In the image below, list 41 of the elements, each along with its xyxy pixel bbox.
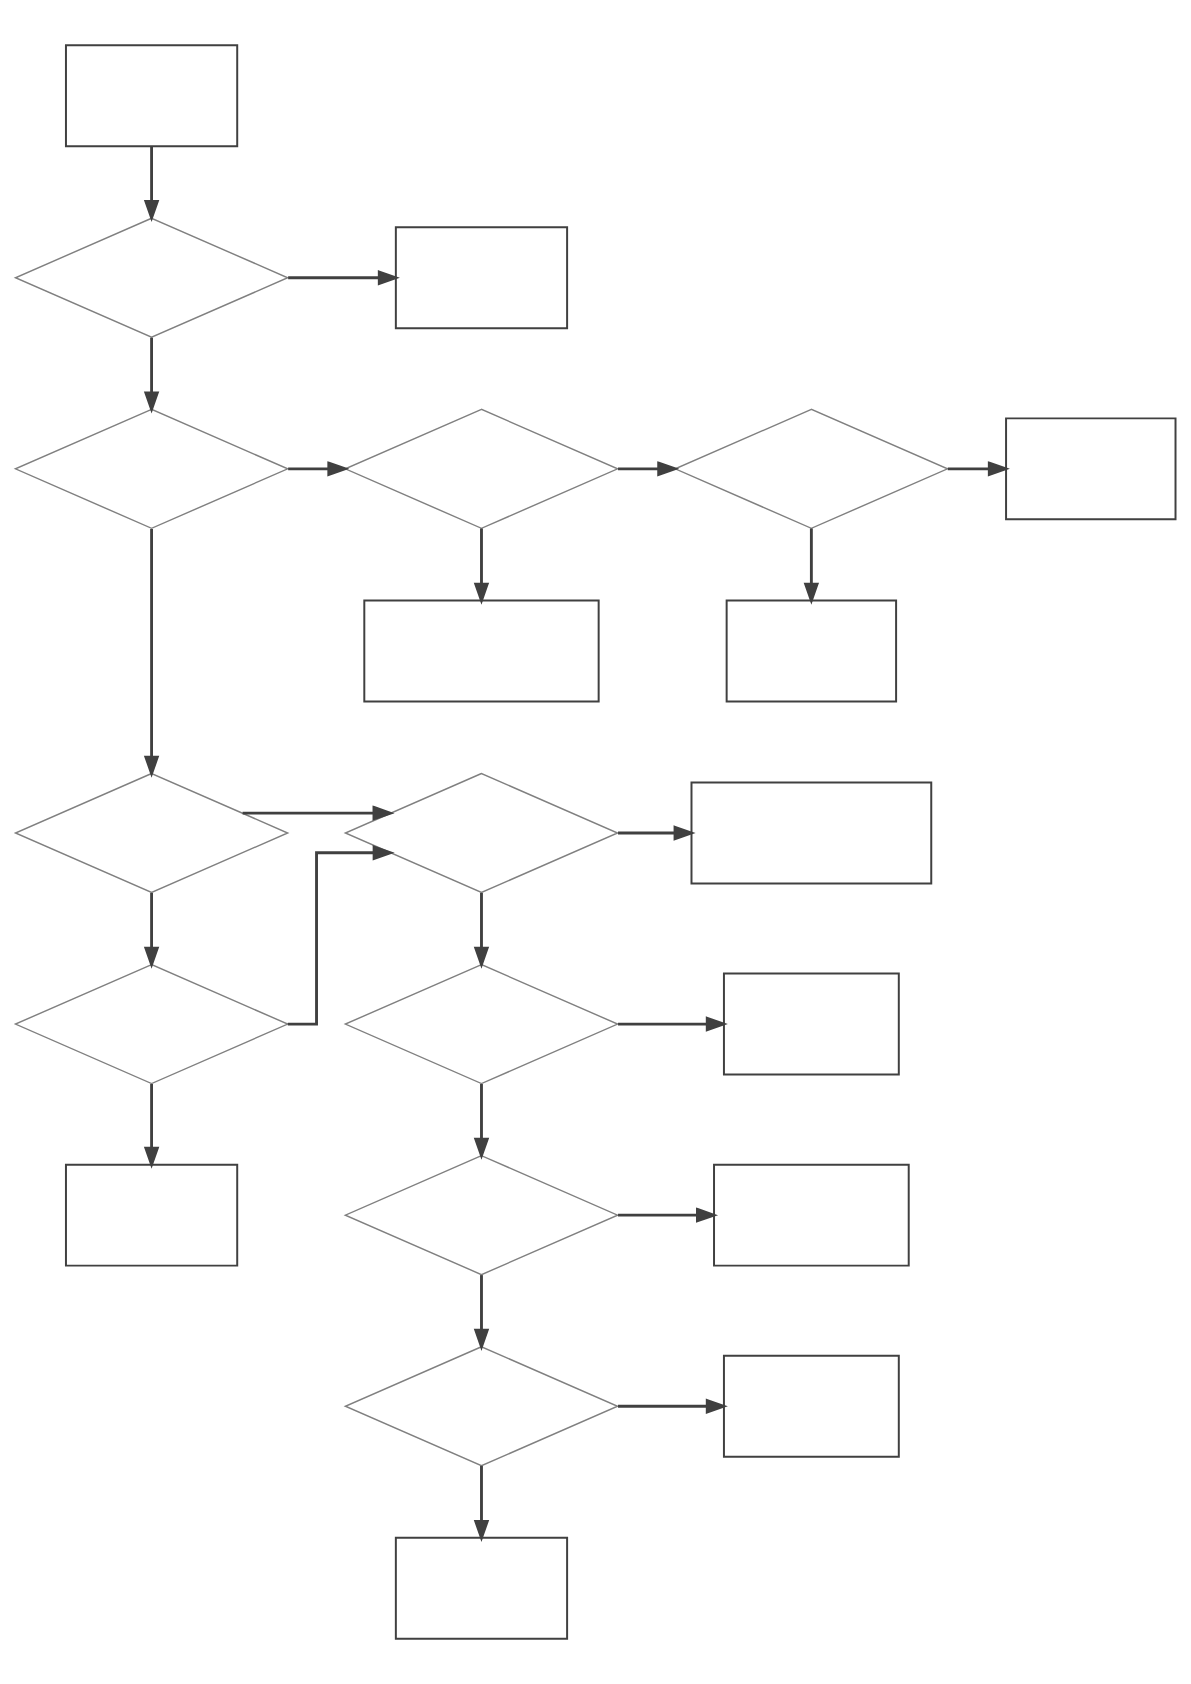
node-diamond bbox=[673, 408, 950, 530]
node-diamond bbox=[343, 772, 620, 894]
arrow bbox=[947, 461, 1010, 477]
node-diamond bbox=[13, 772, 290, 894]
node-box bbox=[722, 1354, 900, 1458]
node-box bbox=[394, 226, 569, 330]
arrow bbox=[143, 529, 160, 778]
arrow bbox=[618, 1016, 728, 1032]
arrow bbox=[288, 461, 350, 477]
arrow bbox=[618, 461, 680, 477]
node-diamond bbox=[343, 1154, 620, 1276]
arrow bbox=[803, 528, 820, 605]
arrow bbox=[143, 1084, 160, 1169]
node-diamond bbox=[343, 963, 620, 1085]
node-diamond bbox=[13, 408, 290, 530]
arrow bbox=[618, 1207, 719, 1223]
node-diamond bbox=[13, 217, 290, 339]
node-box bbox=[64, 44, 239, 148]
arrow bbox=[288, 270, 400, 286]
arrow bbox=[618, 825, 696, 841]
node-diamond bbox=[343, 1345, 620, 1467]
arrow bbox=[473, 1275, 490, 1351]
arrow bbox=[618, 1398, 728, 1414]
arrow bbox=[473, 528, 490, 605]
node-box bbox=[1005, 417, 1177, 521]
arrow bbox=[473, 1084, 490, 1160]
node-box bbox=[394, 1536, 569, 1640]
arrow bbox=[143, 337, 160, 414]
node-box bbox=[363, 599, 600, 703]
node-box bbox=[725, 599, 898, 703]
node-box bbox=[690, 781, 933, 885]
arrow bbox=[473, 892, 490, 969]
arrow bbox=[242, 805, 395, 821]
node-box bbox=[722, 972, 900, 1076]
arrow bbox=[143, 892, 160, 969]
arrow bbox=[287, 845, 395, 1026]
arrow bbox=[473, 1465, 490, 1543]
node-diamond bbox=[13, 963, 290, 1085]
node-box bbox=[64, 1163, 239, 1267]
arrow bbox=[143, 146, 160, 222]
node-box bbox=[713, 1163, 910, 1267]
